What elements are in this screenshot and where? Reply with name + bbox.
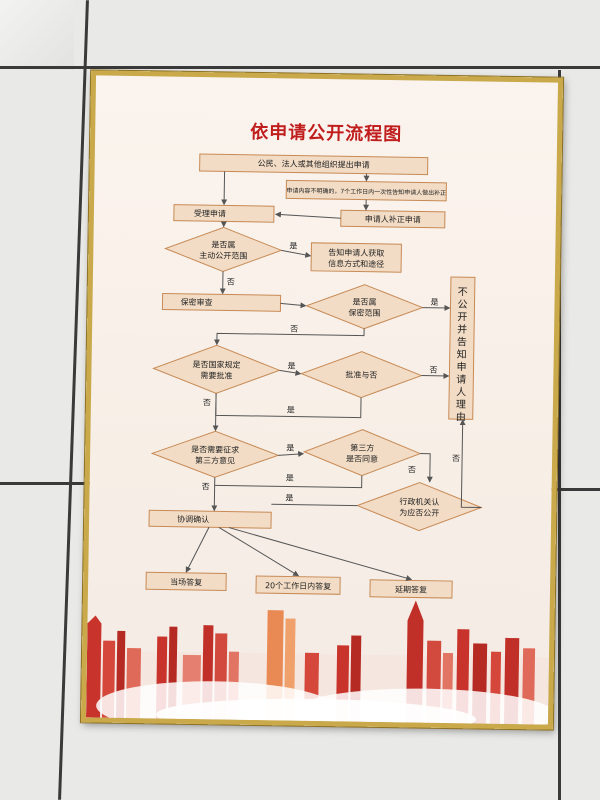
svg-text:否: 否: [429, 366, 437, 375]
refuse-vertical-text: 不公开并告知申请人理由: [456, 287, 468, 423]
svg-text:主动公开范围: 主动公开范围: [199, 250, 247, 261]
tile-grout: [558, 70, 561, 800]
city-skyline-illustration: [85, 600, 557, 725]
svg-text:否: 否: [452, 454, 460, 463]
flowchart-diagram: 公民、法人或其他组织提出申请 申请内容不明确的，7个工作日内一次性告知申请人做出…: [85, 153, 557, 725]
svg-text:是否属: 是否属: [352, 297, 376, 306]
wall-tile: [0, 0, 74, 70]
svg-text:保密审查: 保密审查: [180, 297, 212, 308]
node-incomplete: 申请内容不明确的，7个工作日内一次性告知申请人做出补正: [285, 179, 447, 202]
svg-text:是: 是: [289, 241, 297, 250]
node-active-disclosure-question: 是否属 主动公开范围: [163, 226, 283, 272]
svg-text:是: 是: [285, 493, 293, 502]
svg-text:20个工作日内答复: 20个工作日内答复: [265, 580, 331, 591]
svg-text:需要批准: 需要批准: [200, 370, 232, 381]
node-reply-immediate: 当场答复: [145, 571, 227, 592]
node-accept: 受理申请: [173, 204, 275, 223]
svg-text:受理申请: 受理申请: [194, 208, 226, 219]
svg-text:当场答复: 当场答复: [170, 577, 202, 588]
connectors: [185, 171, 482, 581]
svg-text:否: 否: [408, 465, 416, 474]
svg-text:是否同意: 是否同意: [346, 453, 378, 464]
svg-text:是: 是: [286, 443, 294, 452]
node-coordinate: 协调确认: [148, 509, 272, 529]
svg-text:保密范围: 保密范围: [348, 307, 380, 318]
flowchart-poster: 依申请公开流程图 公民、法人或其他组织提出申请 申请内容不明确的，7个工作日内一…: [80, 70, 564, 730]
svg-text:延期答复: 延期答复: [395, 584, 427, 595]
svg-text:是否属: 是否属: [211, 240, 235, 249]
refuse-vertical-label: 不公开并告知申请人理由: [456, 287, 468, 423]
svg-text:否: 否: [227, 277, 235, 286]
node-third-party-question: 是否需要征求 第三方意见: [150, 430, 280, 478]
svg-text:否: 否: [290, 324, 298, 333]
svg-text:为应否公开: 为应否公开: [399, 507, 439, 518]
svg-text:行政机关认: 行政机关认: [399, 496, 439, 507]
tile-grout: [540, 488, 600, 491]
node-agency-decision: 行政机关认 为应否公开: [355, 482, 483, 532]
svg-text:否: 否: [203, 398, 211, 407]
svg-text:告知申请人获取: 告知申请人获取: [328, 247, 384, 258]
edge-labels: 是 否 是 否 是 否 否 是 是 否 是 否 是 否: [202, 241, 461, 502]
node-apply: 公民、法人或其他组织提出申请: [199, 153, 429, 176]
node-reply-delayed: 延期答复: [369, 579, 453, 599]
svg-text:批准与否: 批准与否: [345, 369, 377, 380]
svg-text:协调确认: 协调确认: [177, 514, 209, 525]
node-refuse-with-reason: [448, 276, 476, 420]
svg-text:是否国家规定: 是否国家规定: [192, 359, 240, 370]
svg-text:是: 是: [430, 298, 438, 307]
svg-text:申请内容不明确的，7个工作日内一次性告知申请人做出补正: 申请内容不明确的，7个工作日内一次性告知申请人做出补正: [286, 186, 446, 197]
svg-text:是否需要征求: 是否需要征求: [191, 444, 239, 455]
node-reply-20-days: 20个工作日内答复: [255, 575, 341, 595]
node-third-party-agree: 第三方 是否同意: [302, 429, 422, 477]
node-inform-applicant: 告知申请人获取 信息方式和途径: [310, 242, 402, 273]
node-secrecy-question: 是否属 保密范围: [305, 284, 424, 330]
svg-text:申请人补正申请: 申请人补正申请: [365, 214, 421, 225]
svg-text:是: 是: [286, 473, 294, 482]
svg-text:第三方意见: 第三方意见: [195, 455, 235, 466]
svg-text:第三方: 第三方: [350, 442, 374, 452]
node-national-approval-question: 是否国家规定 需要批准: [152, 344, 281, 394]
svg-text:是: 是: [287, 405, 295, 414]
node-approval-decision: 批准与否: [300, 351, 423, 399]
svg-text:是: 是: [287, 361, 295, 370]
tile-grout: [0, 66, 600, 69]
node-secrecy-review: 保密审查: [161, 292, 282, 312]
node-supplement: 申请人补正申请: [340, 209, 446, 229]
tile-grout: [0, 482, 90, 485]
svg-text:公民、法人或其他组织提出申请: 公民、法人或其他组织提出申请: [258, 158, 370, 170]
svg-text:否: 否: [202, 482, 210, 491]
svg-text:信息方式和途径: 信息方式和途径: [328, 258, 384, 269]
